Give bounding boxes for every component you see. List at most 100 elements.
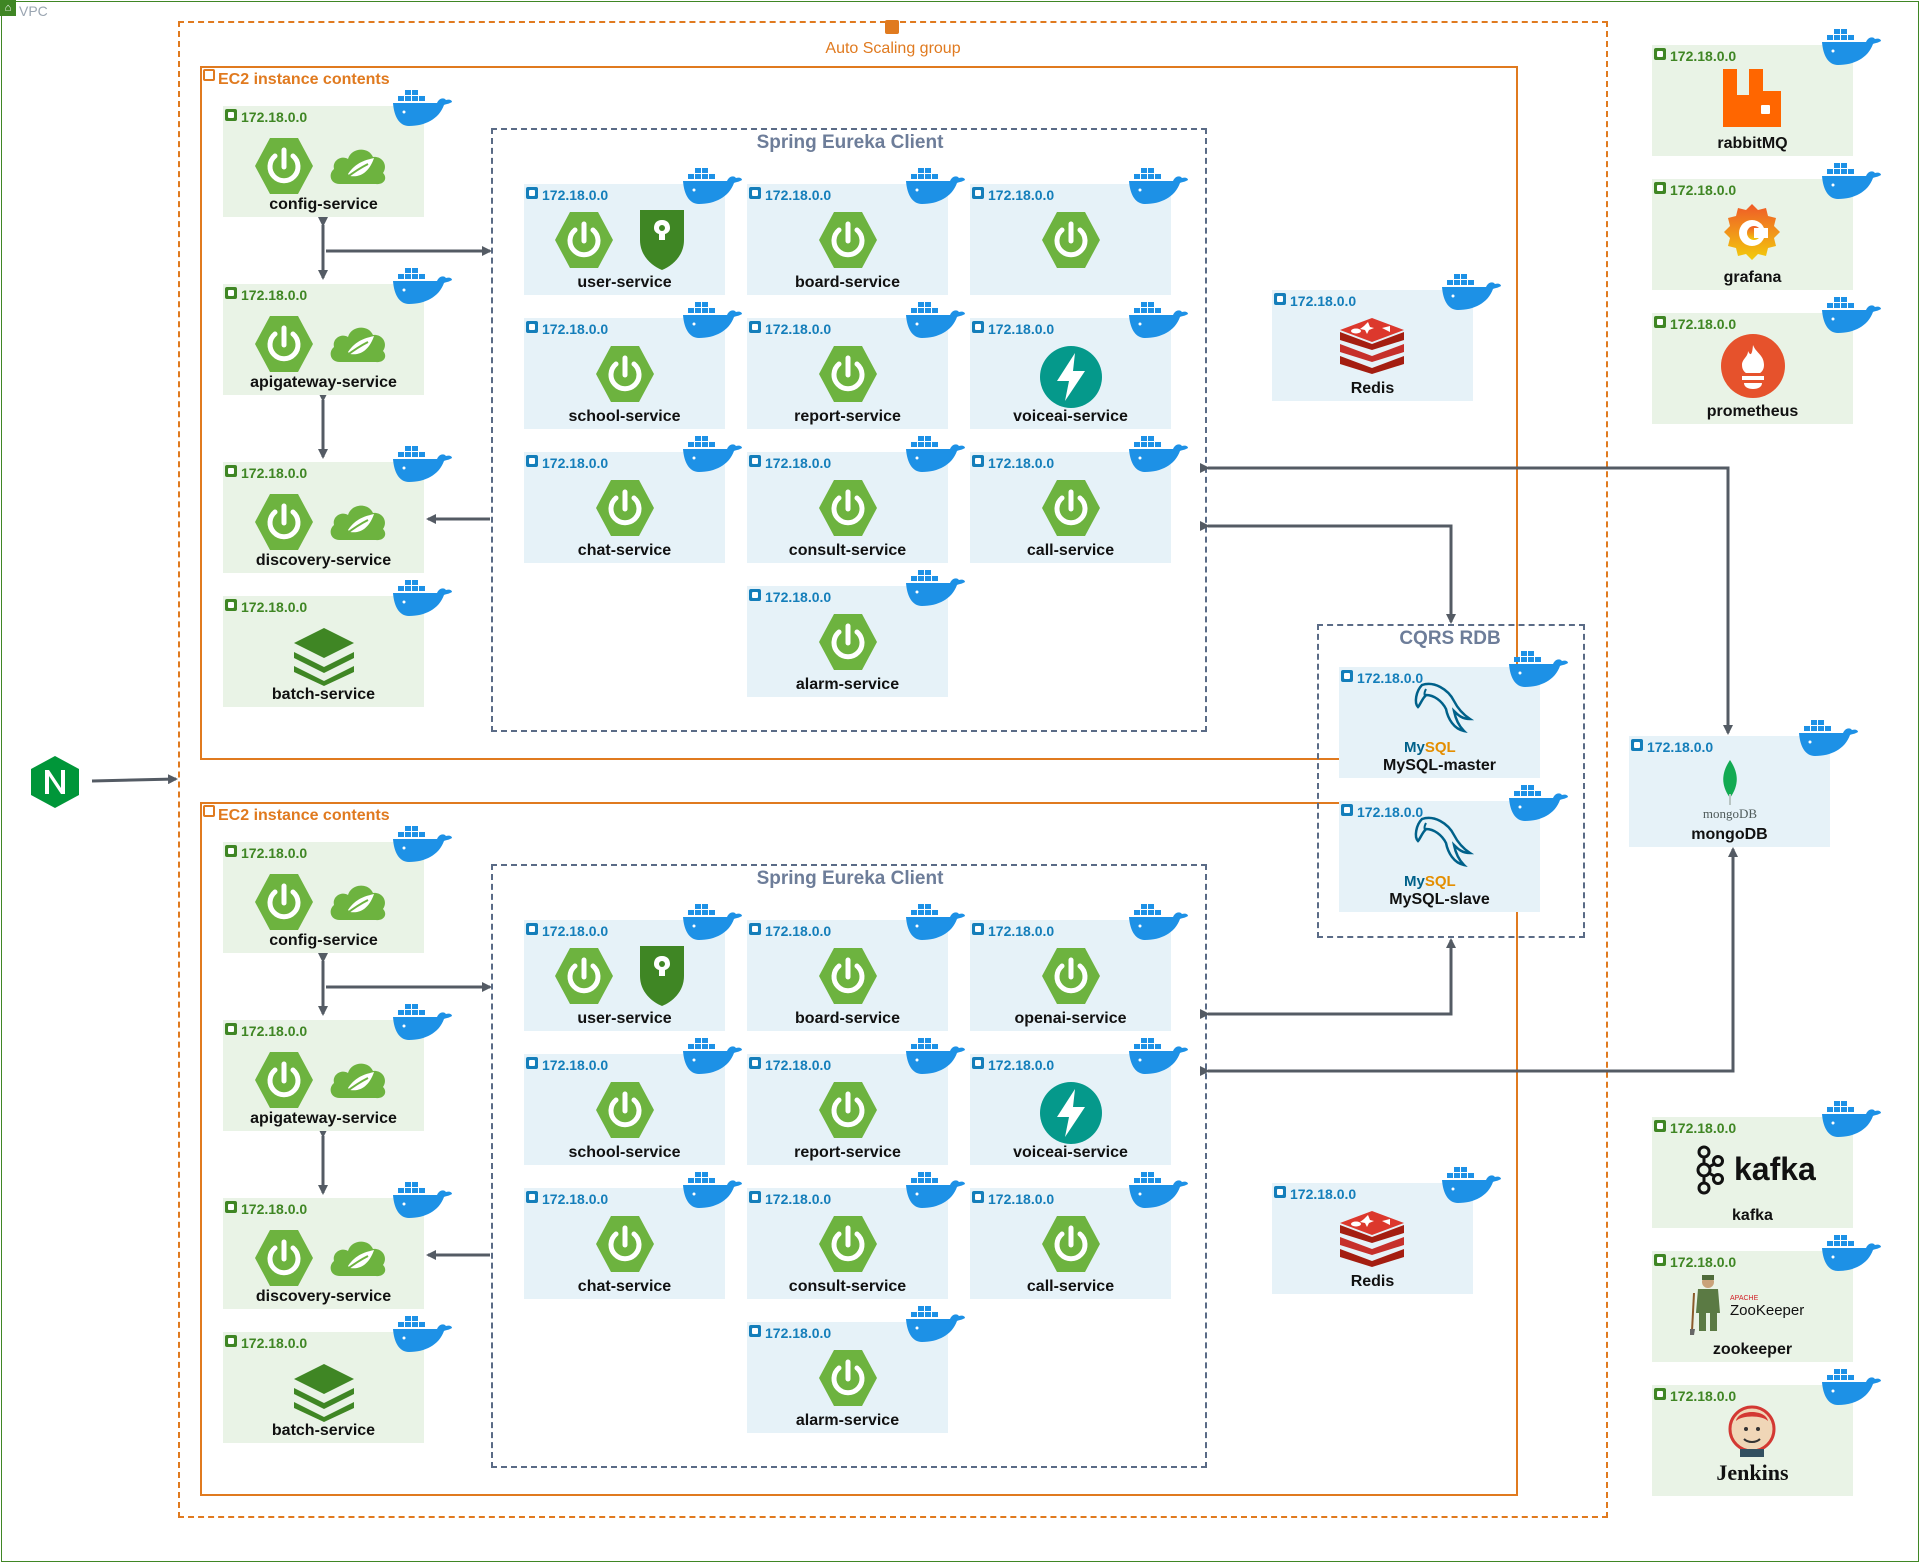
ec2-icon xyxy=(203,805,215,817)
docker-icon xyxy=(391,576,453,618)
service-label: batch-service xyxy=(271,686,376,703)
service-label: kafka xyxy=(1732,1207,1773,1224)
docker-icon xyxy=(904,432,966,474)
service-label: board-service xyxy=(795,1010,900,1027)
infra-node-discovery-service[interactable] xyxy=(223,1198,424,1309)
lock-icon xyxy=(1274,293,1286,305)
service-label: school-service xyxy=(568,1144,681,1161)
ip-address: 172.18.0.0 xyxy=(1290,293,1357,309)
lock-icon xyxy=(749,923,761,935)
spring-cloud-icon xyxy=(326,318,390,366)
docker-icon xyxy=(1820,293,1882,335)
service-label: mongoDB xyxy=(1691,826,1768,843)
mysql-logo-text: MySQL xyxy=(1404,739,1456,756)
vpc-icon: ⌂ xyxy=(0,0,16,16)
infra-node-config-service[interactable] xyxy=(223,106,424,217)
lock-icon xyxy=(225,465,237,477)
ip-address: 172.18.0.0 xyxy=(988,1191,1055,1207)
service-label: report-service xyxy=(794,1144,901,1161)
docker-icon xyxy=(1820,1365,1882,1407)
spring-boot-icon xyxy=(816,1078,880,1142)
service-label: grafana xyxy=(1723,269,1782,286)
spring-boot-icon xyxy=(816,208,880,272)
ip-address: 172.18.0.0 xyxy=(765,1191,832,1207)
fastapi-icon xyxy=(1039,1081,1103,1145)
zookeeper-node[interactable] xyxy=(1652,1251,1853,1362)
jenkins-icon xyxy=(1728,1405,1776,1457)
lock-icon xyxy=(749,1057,761,1069)
ip-address: 172.18.0.0 xyxy=(1670,1254,1737,1270)
jenkins-label: Jenkins xyxy=(1716,1460,1789,1485)
arrow-nginx-to-asg xyxy=(91,774,178,785)
security-shield-icon xyxy=(636,942,688,1008)
docker-icon xyxy=(1797,716,1859,758)
lock-icon xyxy=(972,187,984,199)
ip-address: 172.18.0.0 xyxy=(988,187,1055,203)
infra-node-config-service[interactable] xyxy=(223,842,424,953)
service-label: rabbitMQ xyxy=(1717,135,1788,152)
arrow-eureka-mongodb-top xyxy=(1200,463,1733,735)
ip-address: 172.18.0.0 xyxy=(988,321,1055,337)
lock-icon xyxy=(526,1057,538,1069)
infra-node-discovery-service[interactable] xyxy=(223,462,424,573)
ip-address: 172.18.0.0 xyxy=(542,187,609,203)
spring-boot-icon xyxy=(816,1346,880,1410)
kafka-node[interactable] xyxy=(1652,1117,1853,1228)
lock-icon xyxy=(225,1335,237,1347)
docker-icon xyxy=(904,566,966,608)
ip-address: 172.18.0.0 xyxy=(988,923,1055,939)
spring-boot-icon xyxy=(816,610,880,674)
spring-cloud-icon xyxy=(326,876,390,924)
spring-cloud-icon xyxy=(326,140,390,188)
lock-icon xyxy=(972,321,984,333)
spring-boot-icon xyxy=(1039,476,1103,540)
lock-icon xyxy=(1274,1186,1286,1198)
lock-icon xyxy=(225,1023,237,1035)
ec2-icon xyxy=(203,69,215,81)
mongodb-logo-text: mongoDB xyxy=(1702,806,1758,821)
lock-icon xyxy=(1341,804,1353,816)
ip-address: 172.18.0.0 xyxy=(1670,1388,1737,1404)
ip-address: 172.18.0.0 xyxy=(1290,1186,1357,1202)
spring-boot-icon xyxy=(816,944,880,1008)
mysql-dolphin-icon xyxy=(1400,679,1480,749)
lock-icon xyxy=(749,1191,761,1203)
ec2-label-bottom: EC2 instance contents xyxy=(218,807,390,824)
ip-address: 172.18.0.0 xyxy=(1670,182,1737,198)
service-label: zookeeper xyxy=(1712,1341,1793,1358)
arrow-eureka-cqrs-bottom xyxy=(1200,938,1456,1019)
service-label: Redis xyxy=(1350,380,1395,397)
service-label: alarm-service xyxy=(795,676,900,693)
ip-address: 172.18.0.0 xyxy=(988,1057,1055,1073)
lock-icon xyxy=(972,923,984,935)
infra-node-apigateway-service[interactable] xyxy=(223,284,424,395)
ip-address: 172.18.0.0 xyxy=(1647,739,1714,755)
ip-address: 172.18.0.0 xyxy=(542,923,609,939)
service-label: MySQL-master xyxy=(1383,757,1496,774)
lock-icon xyxy=(225,1201,237,1213)
lock-icon xyxy=(526,1191,538,1203)
docker-icon xyxy=(1127,432,1189,474)
ip-address: 172.18.0.0 xyxy=(765,589,832,605)
docker-icon xyxy=(391,1178,453,1220)
arrow-eureka-cqrs-top xyxy=(1200,521,1456,624)
docker-icon xyxy=(1127,1034,1189,1076)
lock-icon xyxy=(225,599,237,611)
service-label: apigateway-service xyxy=(250,1110,397,1127)
service-label: discovery-service xyxy=(255,552,392,569)
docker-icon xyxy=(681,164,743,206)
ip-address: 172.18.0.0 xyxy=(241,1023,308,1039)
service-label: Redis xyxy=(1350,1273,1395,1290)
docker-icon xyxy=(391,1312,453,1354)
spring-boot-icon xyxy=(816,342,880,406)
docker-icon xyxy=(904,1168,966,1210)
docker-icon xyxy=(391,442,453,484)
service-label: openai-service xyxy=(1014,1010,1127,1027)
lock-icon xyxy=(749,1325,761,1337)
ip-address: 172.18.0.0 xyxy=(542,1057,609,1073)
infra-node-apigateway-service[interactable] xyxy=(223,1020,424,1131)
docker-icon xyxy=(1127,900,1189,942)
ip-address: 172.18.0.0 xyxy=(765,1057,832,1073)
docker-icon xyxy=(681,432,743,474)
